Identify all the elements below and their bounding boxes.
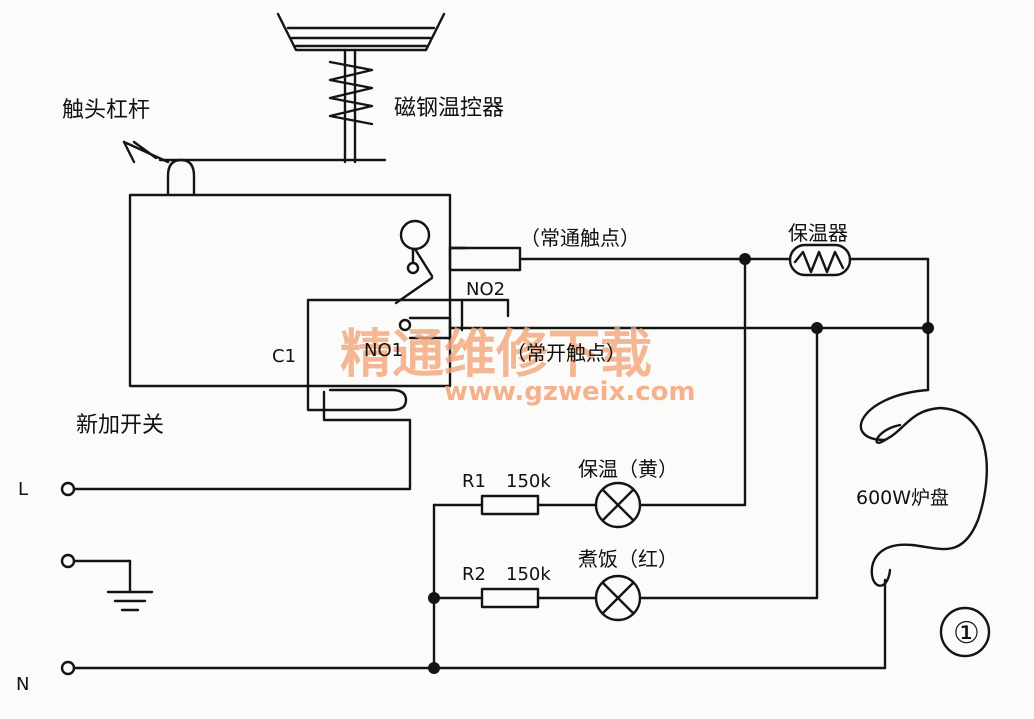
lever-label: 触头杠杆 bbox=[62, 98, 150, 123]
lamp-keep-warm-label: 保温（黄） bbox=[578, 457, 678, 481]
junction-dot bbox=[428, 592, 440, 604]
no-contact-label: （常开触点） bbox=[506, 341, 626, 365]
added-switch-label: 新加开关 bbox=[76, 413, 164, 438]
no1-label: NO1 bbox=[364, 340, 403, 361]
figure-number-circle bbox=[939, 606, 991, 658]
r1-label: R1 bbox=[462, 471, 486, 492]
junction-dot bbox=[811, 322, 823, 334]
terminal-l-label: L bbox=[18, 479, 28, 500]
keep-warm-heater-label: 保温器 bbox=[788, 221, 848, 245]
no2-label: NO2 bbox=[466, 279, 505, 300]
r2-label: R2 bbox=[462, 564, 486, 585]
nc-terminal bbox=[448, 246, 522, 272]
nc-contact-label: （常通触点） bbox=[520, 226, 640, 250]
watermark-title: 精通维修下载 bbox=[340, 325, 652, 385]
thermostat-label: 磁钢温控器 bbox=[394, 96, 504, 121]
contact-wheel bbox=[399, 219, 431, 251]
junction-dot bbox=[428, 662, 440, 674]
watermark-url: www.gzweix.com bbox=[444, 377, 696, 407]
lamp-cook-symbol bbox=[594, 574, 642, 622]
junction-dot bbox=[739, 253, 751, 265]
keep-warm-heater bbox=[788, 243, 852, 277]
lamp-keep-warm-symbol bbox=[594, 481, 642, 529]
junction-dot bbox=[922, 322, 934, 334]
terminal-n-label: N bbox=[16, 674, 29, 695]
heating-plate-label: 600W炉盘 bbox=[856, 487, 949, 509]
switch-housing bbox=[128, 193, 452, 388]
thermostat-symbol bbox=[276, 12, 446, 164]
r1-value: 150k bbox=[506, 471, 551, 492]
resistor-r2 bbox=[480, 587, 540, 609]
figure-number: ① bbox=[953, 616, 980, 651]
resistor-r1 bbox=[480, 494, 540, 516]
contact-lever bbox=[122, 140, 387, 196]
r2-value: 150k bbox=[506, 564, 551, 585]
heating-plate-symbol bbox=[859, 388, 988, 587]
lamp-cook-label: 煮饭（红） bbox=[578, 547, 678, 571]
c1-label: C1 bbox=[272, 346, 296, 367]
